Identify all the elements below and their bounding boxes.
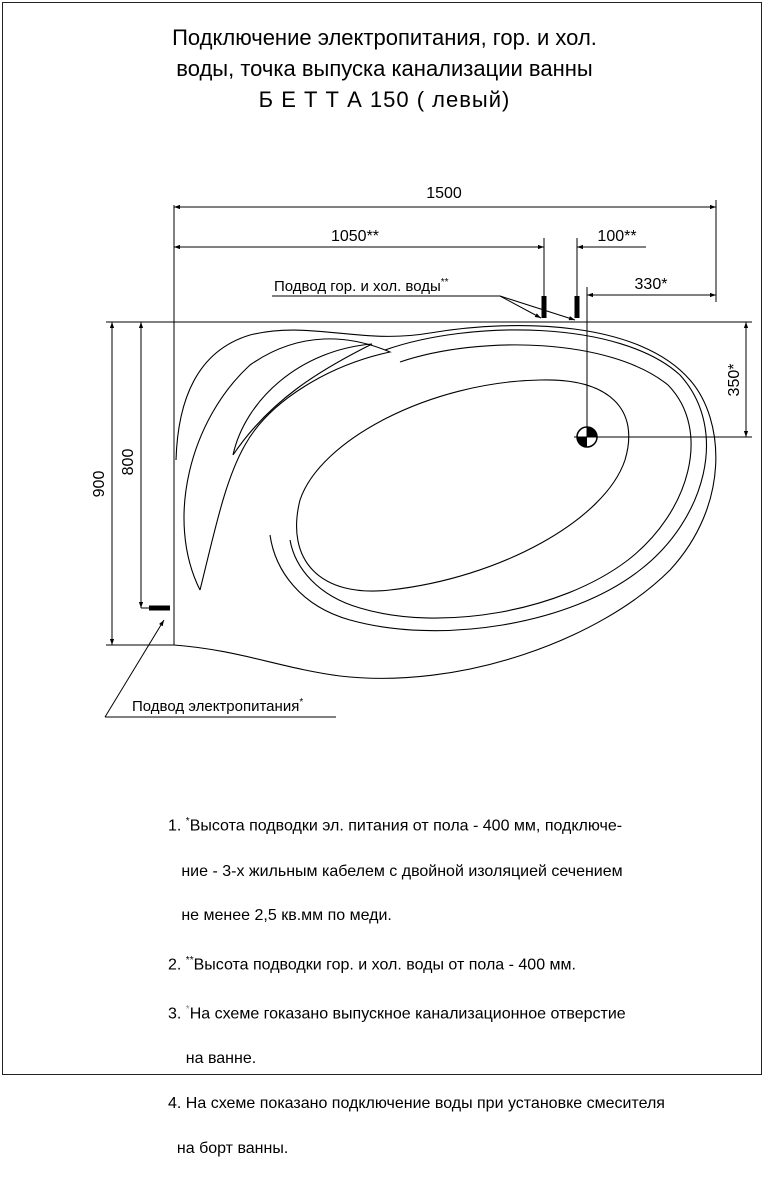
note-1-line-2: ние - 3-х жильным кабелем с двойной изол… bbox=[181, 862, 623, 880]
dim-text-350: 350* bbox=[726, 364, 743, 397]
tub-basin bbox=[296, 379, 630, 592]
water-leader-line-hot bbox=[272, 295, 542, 319]
title-line-3: Б Е Т Т А 150 ( левый) bbox=[258, 87, 511, 112]
note-1: 1. *Высота подводки эл. питания от пола … bbox=[168, 816, 623, 835]
dim-text-900: 900 bbox=[91, 471, 108, 498]
tub-inner-rim-1 bbox=[269, 329, 708, 632]
wall-lines bbox=[106, 200, 752, 646]
water-pipes bbox=[541, 296, 580, 318]
drawing-frame bbox=[2, 2, 762, 1075]
note-1-line-3: не менее 2,5 кв.мм по меди. bbox=[181, 907, 392, 925]
bathtub-outline bbox=[173, 325, 717, 679]
note-2: 2. **Высота подводки гор. и хол. воды от… bbox=[168, 955, 576, 974]
power-supply-label: Подвод электропитания* bbox=[132, 697, 303, 715]
dim-text-800: 800 bbox=[120, 449, 137, 476]
note-4: 4. На схеме показано подключение воды пр… bbox=[168, 1095, 665, 1113]
note-4-line-2: на борт ванны. bbox=[176, 1140, 289, 1158]
tub-outer-rim bbox=[173, 325, 717, 679]
dim-text-100: 100** bbox=[597, 228, 636, 245]
dim-text-330: 330* bbox=[635, 276, 668, 293]
bathtub-plan-drawing: 1500 1050** 100** 330* 350* 900 800 Подв… bbox=[91, 185, 752, 718]
note-3-line-2: на ванне. bbox=[185, 1050, 257, 1068]
title-line-1: Подключение электропитания, гор. и хол. bbox=[172, 25, 597, 50]
water-leader-line-cold bbox=[499, 295, 576, 321]
dim-text-1500: 1500 bbox=[426, 185, 462, 202]
tub-inner-rim-2 bbox=[289, 344, 692, 619]
note-3: 3. *На схеме гоказано выпускное канализа… bbox=[168, 1004, 626, 1023]
water-supply-label: Подвод гор. и хол. воды** bbox=[274, 277, 449, 295]
title-line-2: воды, точка выпуска канализации ванны bbox=[176, 56, 593, 81]
installation-notes: 1. *Высота подводки эл. питания от пола … bbox=[168, 789, 665, 1183]
power-leader-line bbox=[104, 619, 165, 718]
drawing-title: Подключение электропитания, гор. и хол. … bbox=[0, 22, 769, 115]
tub-backrest-inner bbox=[232, 343, 373, 456]
dim-text-1050: 1050** bbox=[331, 228, 379, 245]
tub-backrest-outer bbox=[183, 338, 392, 591]
